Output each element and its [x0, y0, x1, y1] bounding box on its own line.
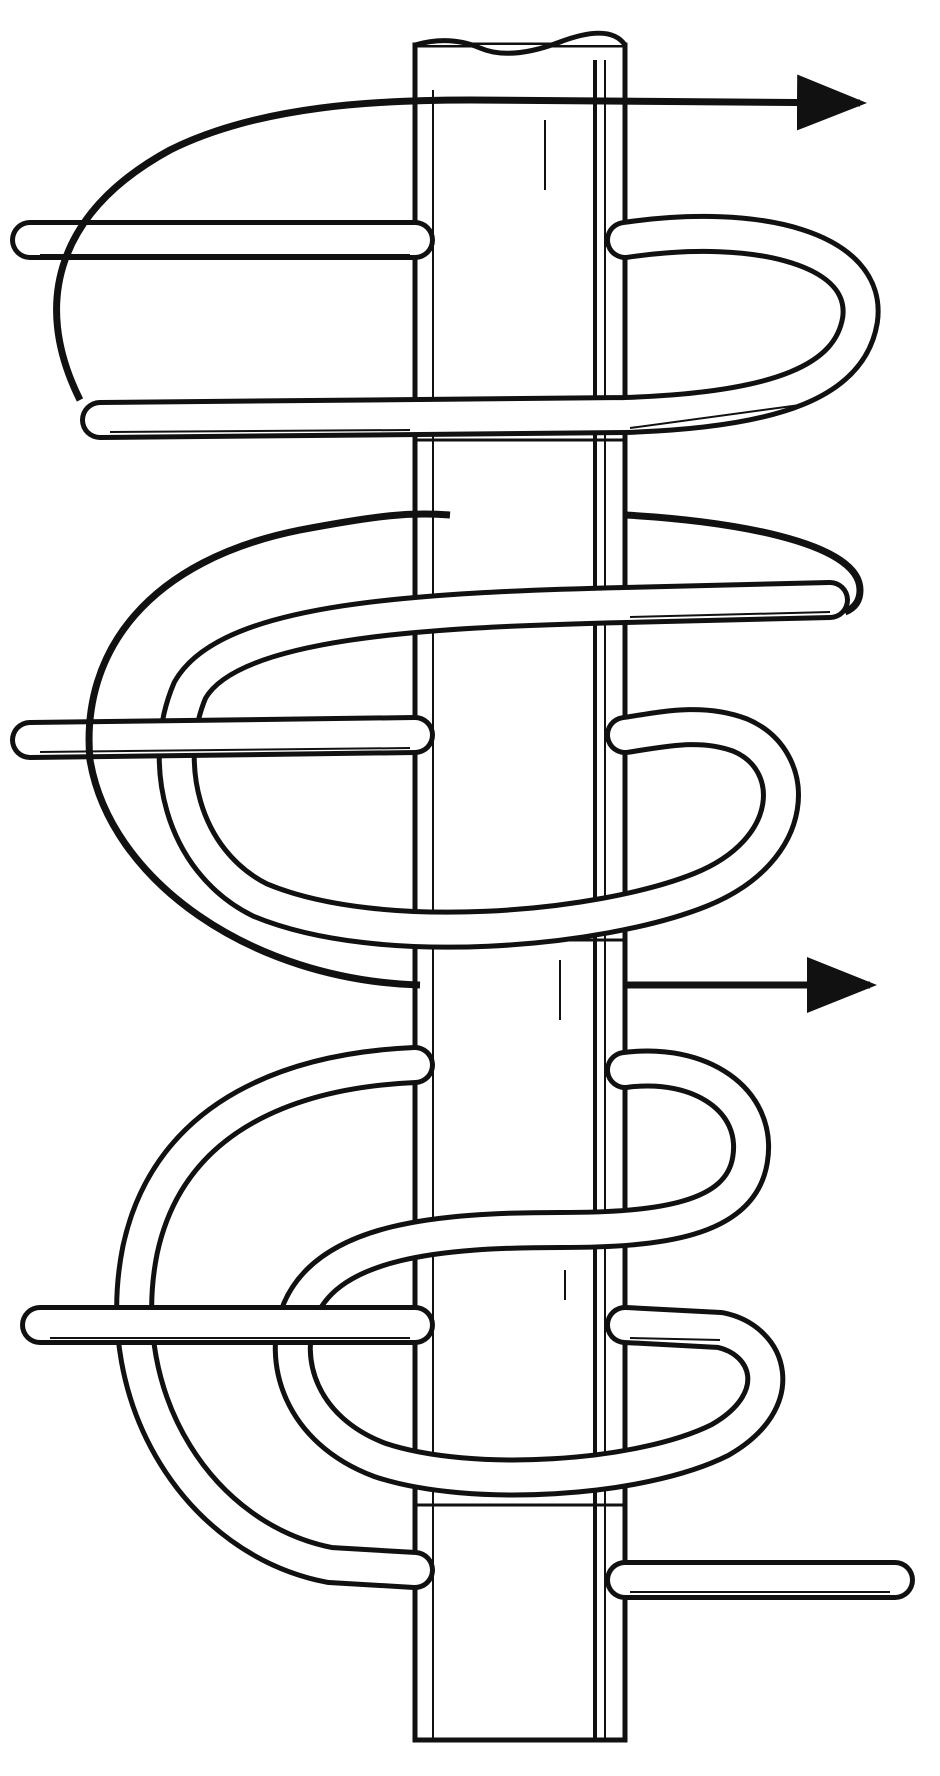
direction-arrows — [53, 74, 877, 1013]
arrow-top-right — [53, 74, 867, 402]
arrow-middle-right — [85, 510, 864, 989]
rope-hatching — [39, 254, 890, 1593]
rope-turns — [10, 213, 915, 1600]
